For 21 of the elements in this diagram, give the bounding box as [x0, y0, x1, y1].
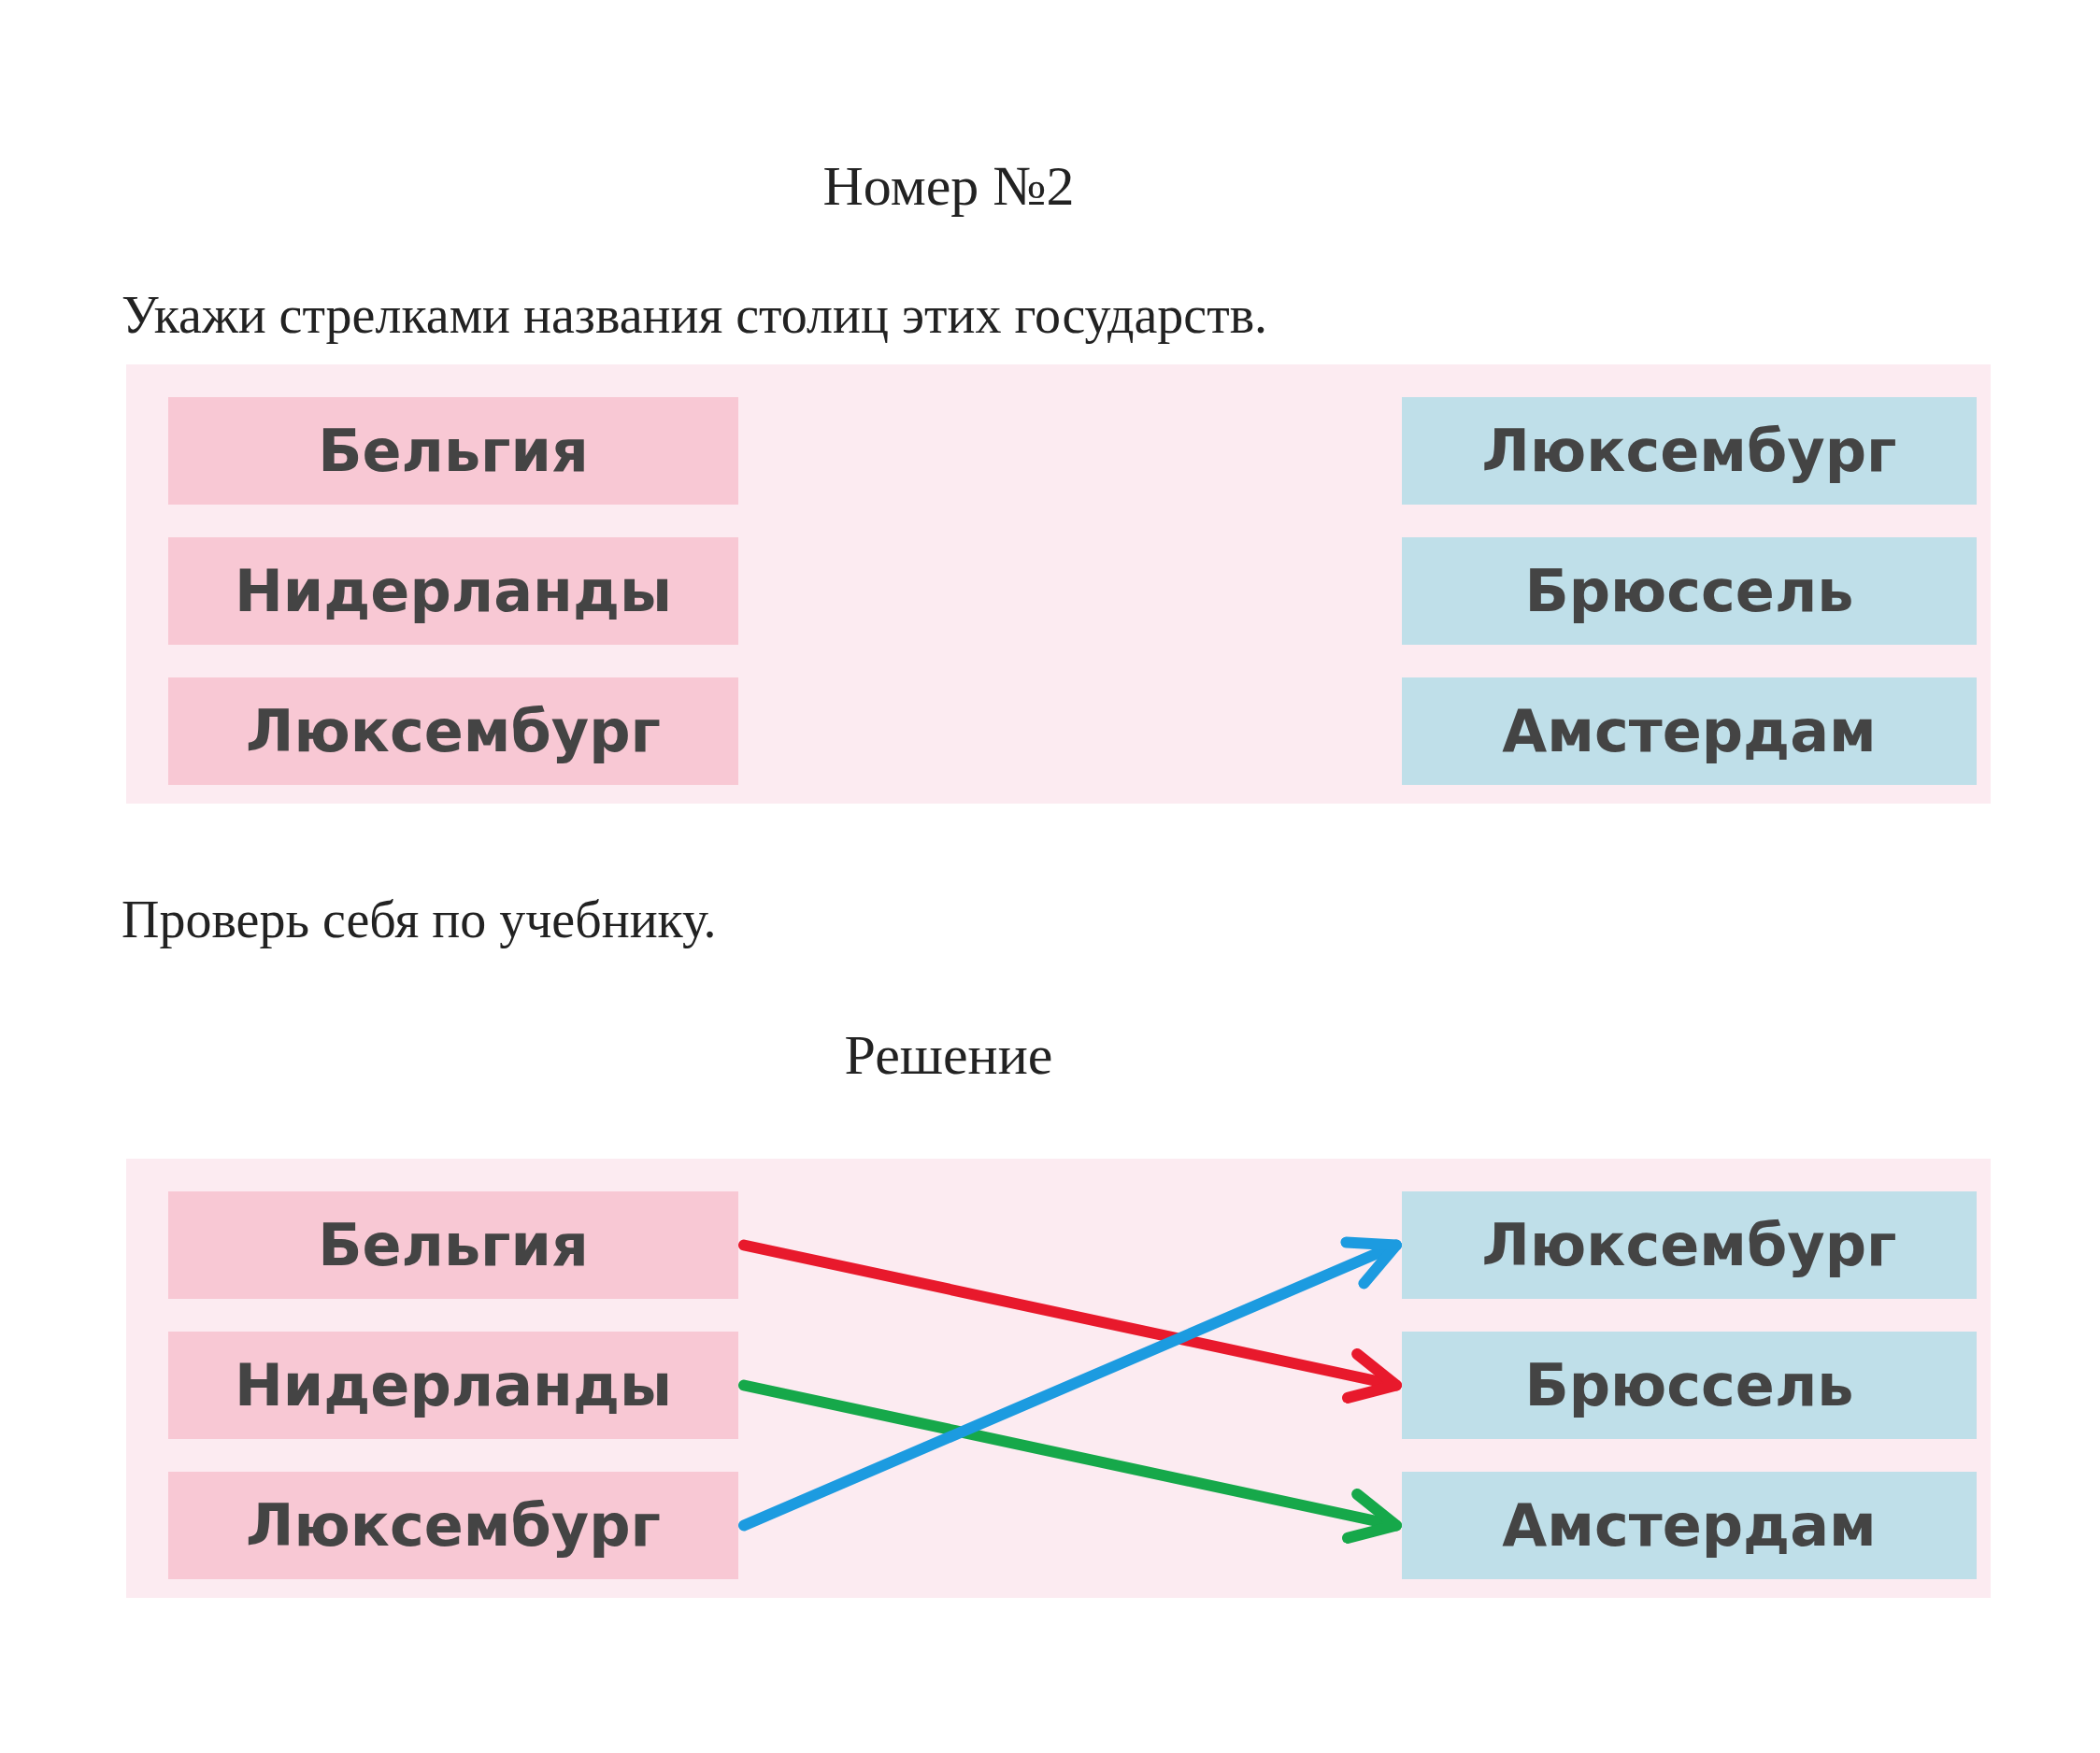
capital-box: Брюссель	[1402, 537, 1977, 645]
country-box: Нидерланды	[168, 1332, 738, 1439]
capital-box: Люксембург	[1402, 1191, 1977, 1299]
capital-box: Люксембург	[1402, 397, 1977, 505]
section-heading: Решение	[843, 1023, 1054, 1088]
capital-box: Амстердам	[1402, 1472, 1977, 1579]
capital-box: Брюссель	[1402, 1332, 1977, 1439]
exercise-panel	[126, 1159, 1991, 1598]
instruction-text: Проверь себя по учебнику.	[121, 890, 717, 949]
arrow	[738, 1239, 1402, 1404]
arrow	[738, 1236, 1402, 1532]
arrow	[738, 1379, 1402, 1544]
capital-box: Амстердам	[1402, 677, 1977, 785]
country-box: Люксембург	[168, 1472, 738, 1579]
instruction-text: Укажи стрелками названия столиц этих государств.	[121, 285, 1268, 345]
country-box: Бельгия	[168, 1191, 738, 1299]
country-box: Бельгия	[168, 397, 738, 505]
exercise-panel	[126, 364, 1991, 804]
country-box: Люксембург	[168, 677, 738, 785]
country-box: Нидерланды	[168, 537, 738, 645]
heading: Номер №2	[821, 154, 1076, 219]
